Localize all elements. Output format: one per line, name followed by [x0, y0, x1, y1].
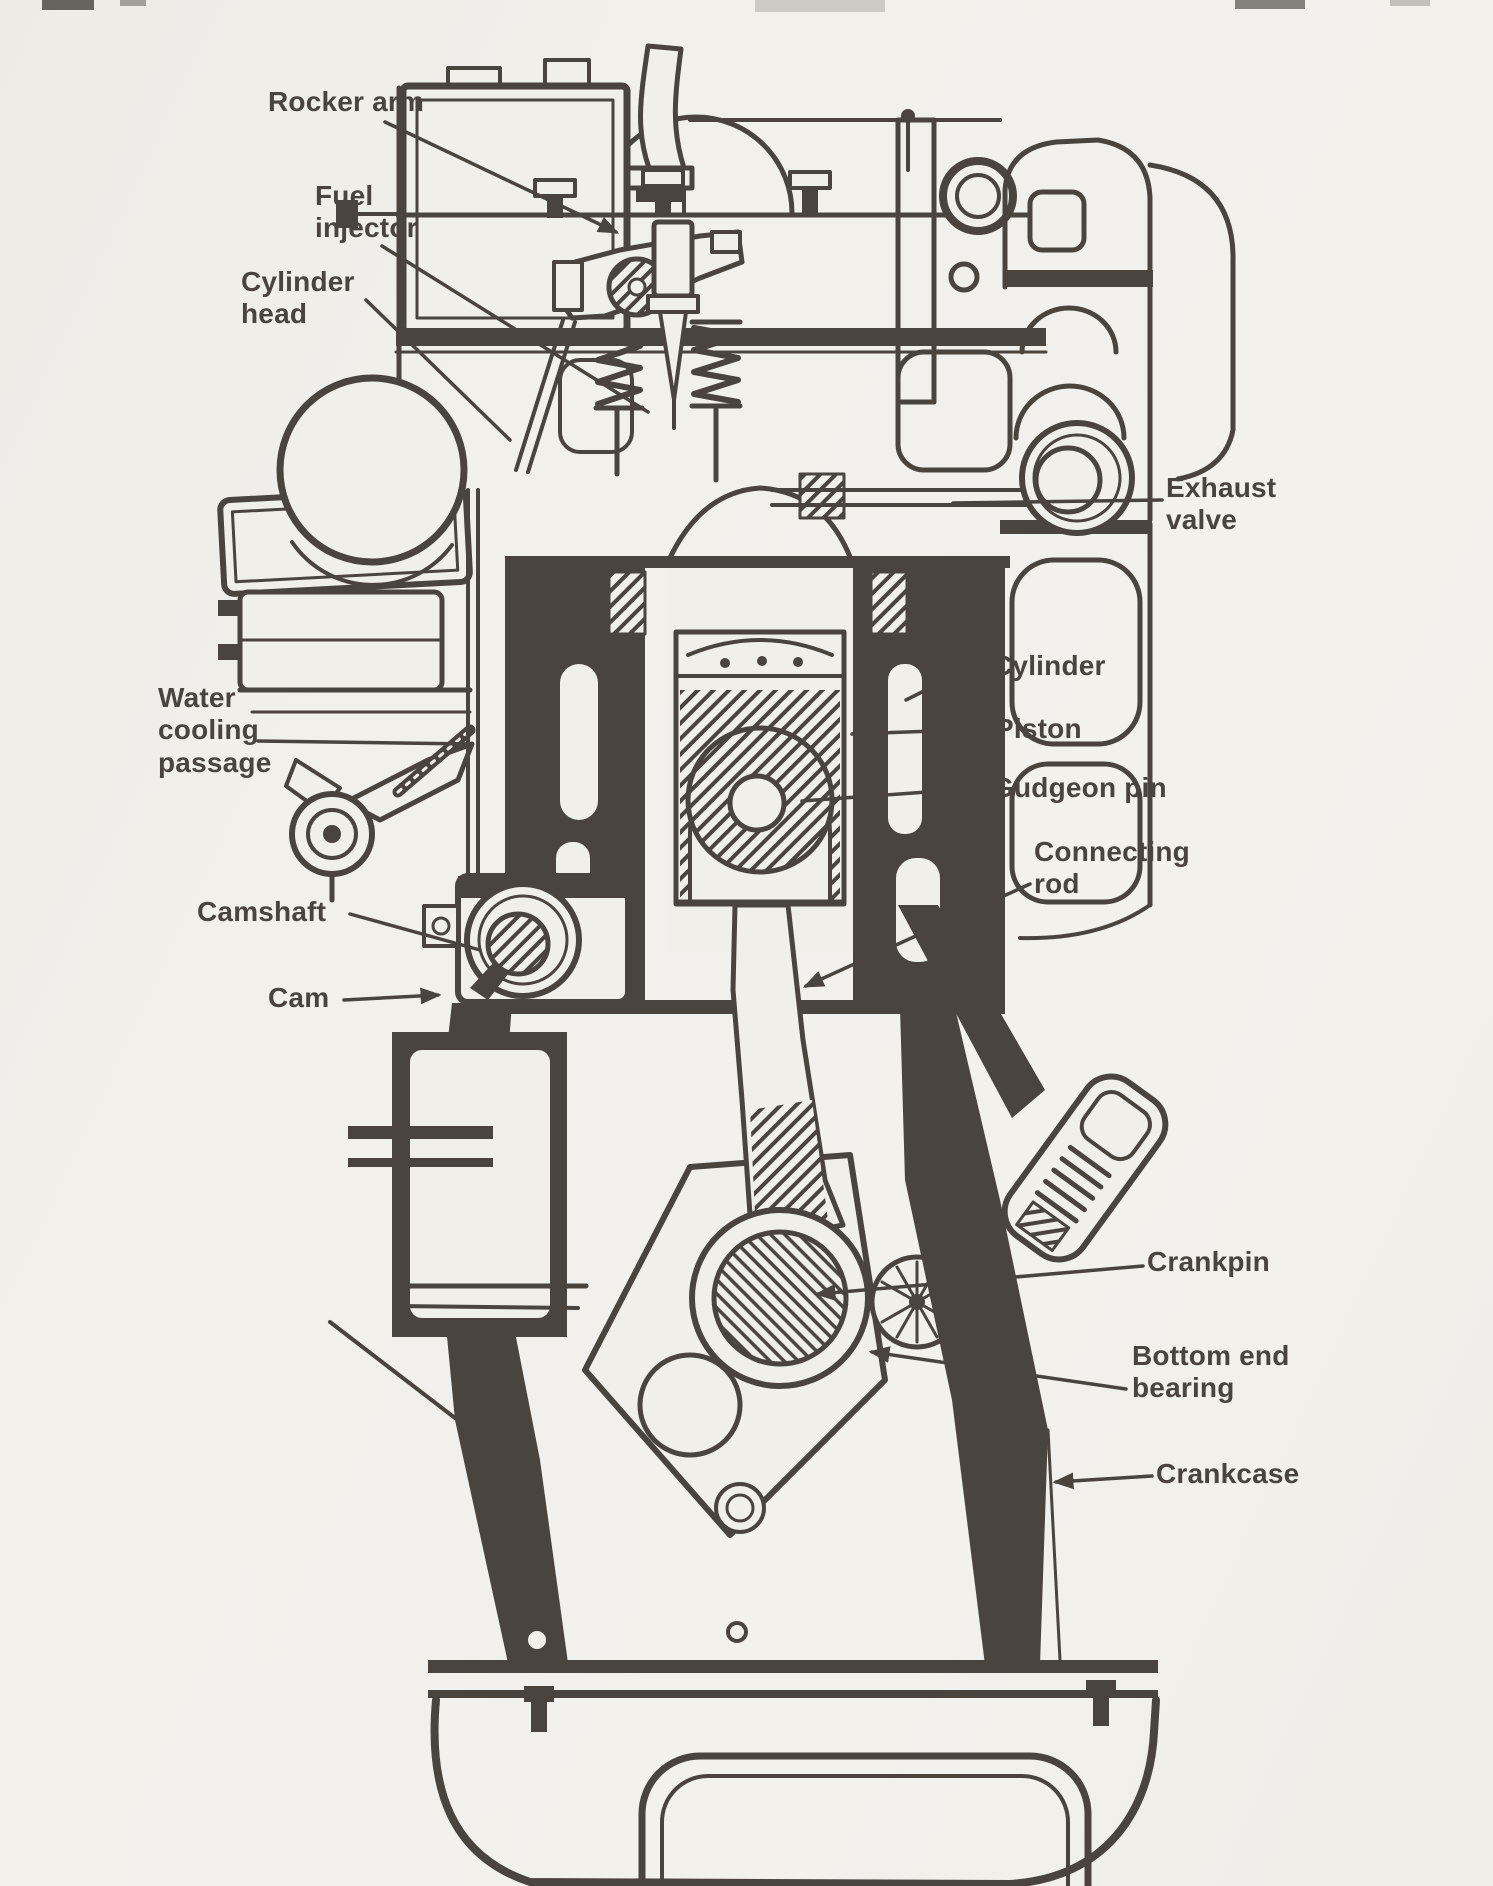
valve-springs — [593, 319, 743, 411]
label-cam: Cam — [268, 982, 330, 1013]
connecting-rod-drawing — [730, 902, 846, 1246]
cam-follower-linkage — [284, 724, 476, 903]
label-bottom-end-bearing: Bottom end bearing — [1132, 1340, 1290, 1404]
label-water-cooling-passage: Water cooling passage — [158, 682, 272, 778]
cam-lobe — [470, 962, 508, 1000]
valve-cover — [336, 58, 631, 471]
leader-connecting-rod — [802, 882, 1032, 988]
cylinder-head-drawing — [394, 186, 1135, 565]
exhaust-valve-drawing — [770, 420, 1135, 536]
piston-drawing — [673, 629, 847, 907]
leader-water-cooling-passage — [256, 739, 474, 746]
oil-sump — [428, 1660, 1160, 1886]
label-exhaust-valve: Exhaust valve — [1166, 472, 1277, 536]
label-connecting-rod: Connecting rod — [1034, 836, 1190, 900]
valve-caps — [533, 168, 832, 218]
label-crankpin: Crankpin — [1147, 1246, 1270, 1277]
leader-gudgeon-pin — [800, 787, 990, 803]
leader-camshaft — [348, 912, 482, 952]
leader-crankpin — [814, 1264, 1145, 1301]
label-cylinder: Cylinder — [992, 650, 1106, 681]
leader-cylinder — [904, 668, 990, 702]
leader-crankcase — [1052, 1472, 1154, 1490]
fuel-injector-drawing — [646, 186, 700, 430]
label-fuel-injector: Fuel injector — [315, 180, 418, 244]
rocker-arm-drawing — [514, 229, 745, 474]
leader-exhaust-valve — [951, 498, 1164, 505]
fuel-pump-unit — [898, 905, 1169, 1263]
camshaft-drawing — [422, 873, 631, 1005]
leader-piston — [850, 727, 993, 736]
label-cylinder-head: Cylinder head — [241, 266, 355, 330]
label-camshaft: Camshaft — [197, 896, 327, 927]
leader-fuel-injector — [380, 244, 650, 414]
label-crankcase: Crankcase — [1156, 1458, 1300, 1489]
leader-cylinder-head — [364, 298, 512, 442]
crankcase-drawing — [328, 1003, 1062, 1665]
leader-rocker-arm — [383, 120, 620, 234]
leader-lines — [256, 120, 1164, 1490]
inlet-duct-circle — [276, 374, 468, 587]
label-rocker-arm: Rocker arm — [268, 86, 425, 117]
turbocharger-housing — [895, 117, 1236, 534]
label-piston: Piston — [995, 713, 1082, 744]
scan-artifacts — [42, 0, 1430, 12]
gudgeon-pin-drawing — [685, 725, 835, 875]
label-gudgeon-pin: Gudgeon pin — [992, 772, 1167, 803]
crankpin-drawing — [689, 1207, 871, 1389]
leader-bottom-end-bearing — [868, 1346, 1128, 1391]
leader-cam — [342, 987, 442, 1005]
